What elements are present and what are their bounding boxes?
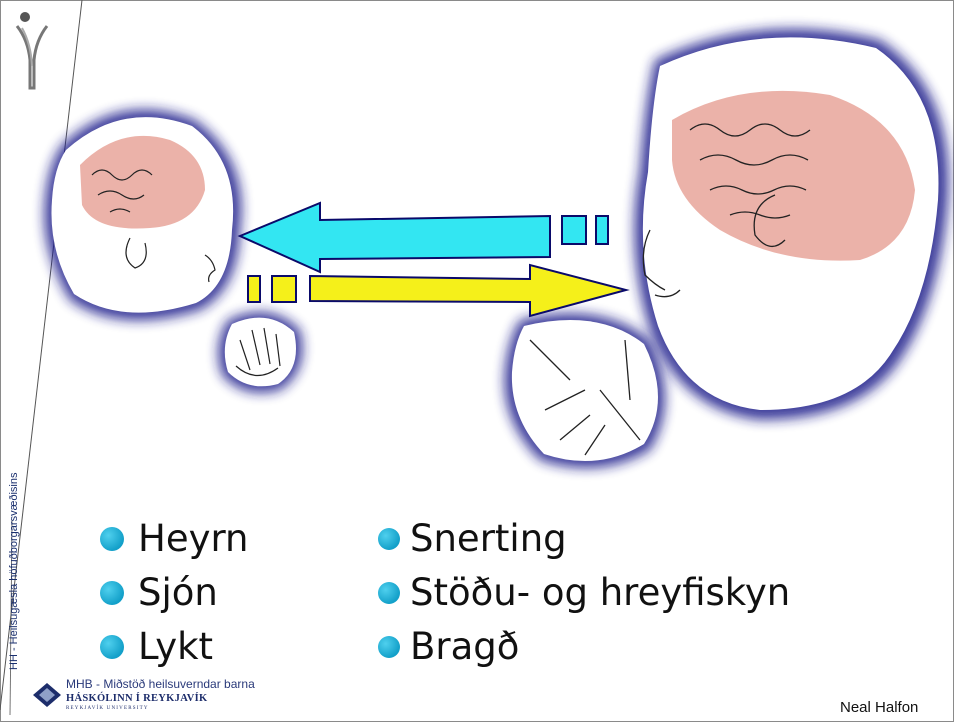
university-diamond-icon [32, 682, 62, 708]
bullet-dot-icon [378, 528, 400, 550]
list-item: Heyrn [100, 512, 249, 566]
list-item-label: Bragð [410, 620, 519, 674]
university-subtitle: REYKJAVÍK UNIVERSITY [66, 706, 149, 711]
author-credit: Neal Halfon [840, 699, 918, 716]
list-item: Stöðu- og hreyfiskyn [378, 566, 790, 620]
senses-list-right: Snerting Stöðu- og hreyfiskyn Bragð [378, 512, 790, 674]
bullet-dot-icon [100, 635, 124, 659]
university-name: HÁSKÓLINN Í REYKJAVÍK [66, 693, 207, 704]
senses-list-left: Heyrn Sjón Lykt [100, 512, 249, 674]
list-item: Snerting [378, 512, 790, 566]
bullet-dot-icon [378, 636, 400, 658]
list-item: Lykt [100, 620, 249, 674]
list-item-label: Snerting [410, 512, 567, 566]
bullet-dot-icon [100, 581, 124, 605]
baby-hand [218, 312, 302, 393]
list-item-label: Stöðu- og hreyfiskyn [410, 566, 790, 620]
list-item-label: Heyrn [138, 512, 249, 566]
adult-head [634, 29, 948, 420]
list-item-label: Sjón [138, 566, 218, 620]
bullet-dot-icon [378, 582, 400, 604]
list-item: Sjón [100, 566, 249, 620]
list-item-label: Lykt [138, 620, 213, 674]
list-item: Bragð [378, 620, 790, 674]
baby-head [44, 109, 241, 320]
arrow-to-adult [248, 265, 626, 316]
mhb-label: MHB - Miðstöð heilsuverndar barna [66, 677, 255, 691]
bullet-dot-icon [100, 527, 124, 551]
adult-hand [504, 313, 665, 468]
arrow-to-baby [240, 203, 608, 272]
